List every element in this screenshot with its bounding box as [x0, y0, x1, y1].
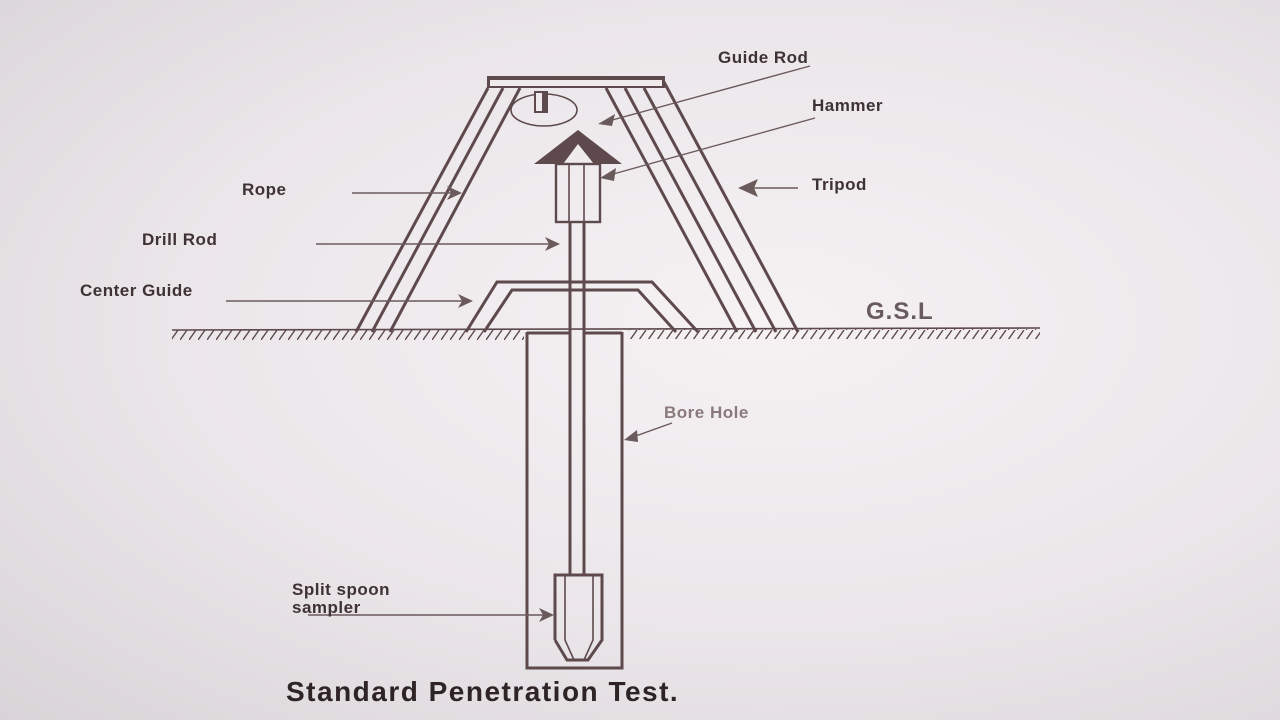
label-drill-rod: Drill Rod [142, 230, 218, 249]
split-spoon-sampler [553, 573, 604, 662]
label-bore-hole: Bore Hole [664, 403, 749, 422]
leader-rope [352, 186, 462, 200]
label-gsl: G.S.L [866, 298, 934, 325]
leader-guide-rod [598, 65, 811, 126]
drill-rod [568, 222, 586, 575]
tripod-left-leg [354, 87, 522, 333]
center-guide [464, 280, 700, 334]
bore-hole [525, 331, 624, 670]
label-hammer: Hammer [812, 96, 884, 115]
hammer [534, 130, 622, 224]
pulley [510, 91, 578, 127]
tripod-cap [487, 76, 665, 88]
leader-tripod [738, 179, 798, 197]
diagram-title: Standard Penetration Test. [286, 676, 680, 707]
label-rope: Rope [242, 180, 287, 199]
leader-split-spoon [308, 608, 554, 622]
label-split-spoon-line1: Split spoon [292, 580, 391, 599]
label-guide-rod: Guide Rod [718, 48, 809, 67]
tripod-right-leg [604, 81, 800, 333]
label-split-spoon-line2: sampler [292, 598, 361, 617]
label-tripod: Tripod [812, 175, 867, 194]
leader-center-guide [226, 294, 473, 308]
ground-surface [171, 327, 1041, 340]
label-center-guide: Center Guide [80, 281, 193, 300]
leader-bore-hole [624, 422, 673, 442]
leader-hammer [600, 117, 816, 181]
leader-drill-rod [316, 237, 560, 251]
